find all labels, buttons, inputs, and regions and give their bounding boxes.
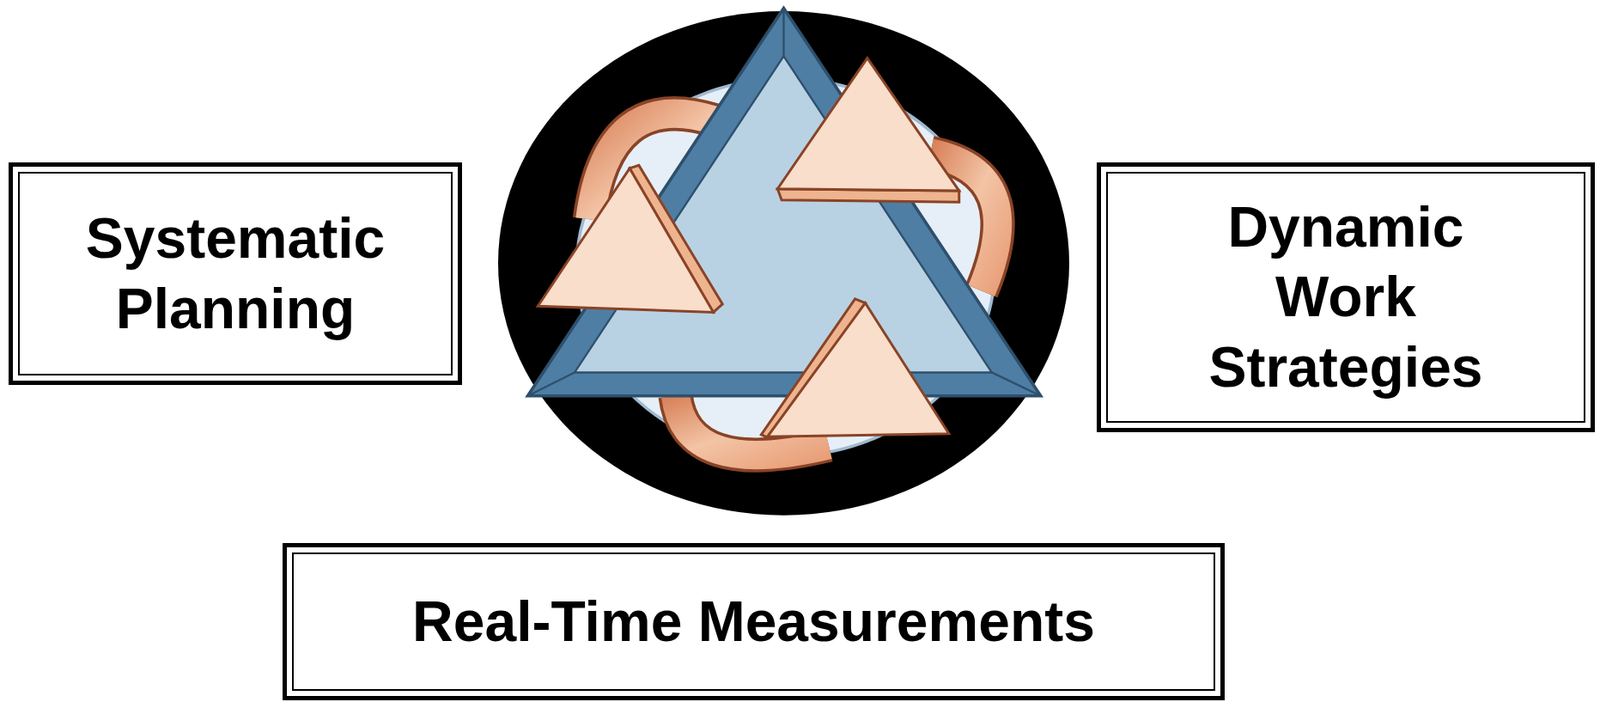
- black-disc: [498, 11, 1070, 516]
- arrowhead: [767, 303, 950, 438]
- arrowhead: [537, 168, 713, 312]
- box-label: Real-Time Measurements: [412, 586, 1096, 657]
- box-label: Dynamic Work Strategies: [1208, 192, 1483, 402]
- text-box: Dynamic Work Strategies: [1096, 162, 1595, 432]
- text-box: Systematic Planning: [8, 162, 463, 385]
- arrowhead: [777, 58, 959, 191]
- triangle-frame: [527, 8, 1041, 396]
- text-box: Real-Time Measurements: [282, 542, 1225, 700]
- box-label: Systematic Planning: [85, 203, 386, 343]
